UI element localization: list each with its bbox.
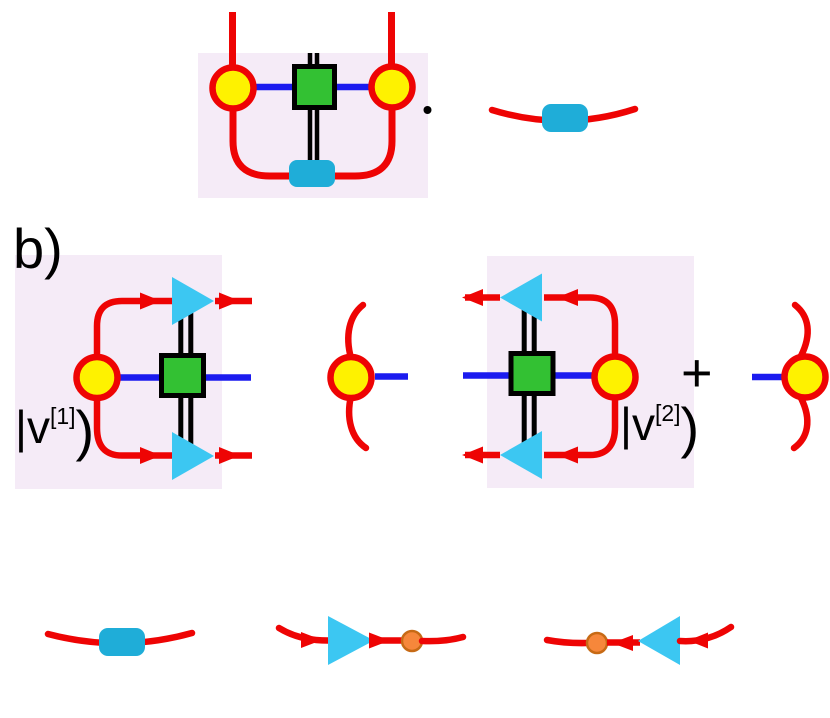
ket-v2-superscript: [2]: [654, 400, 681, 426]
mps-tensor: [327, 353, 375, 402]
ket-v1-paren: ): [75, 399, 95, 462]
mps-tensor: [591, 353, 639, 401]
period-dot: [423, 106, 432, 114]
isometry-triangle-right: [172, 432, 214, 480]
top-wire: [93, 297, 172, 357]
top-leg: [345, 301, 367, 362]
ket-v1-label: |v[1]): [15, 403, 94, 459]
arrow-left-icon: [462, 289, 483, 306]
isometry-triangle-right: [172, 277, 214, 325]
bottom-leg: [345, 392, 370, 452]
definition-right-isometry: [275, 616, 467, 665]
bottom-wire: [93, 397, 172, 459]
mps-tensor: [73, 353, 121, 402]
arrow-right-icon: [219, 292, 240, 310]
mpo-tensor: [159, 353, 206, 398]
incoming-wire: [676, 623, 735, 645]
boundary-vector-tensor-right: [752, 301, 829, 452]
ket-v2-paren: ): [680, 396, 700, 459]
isometry-triangle-right: [328, 616, 374, 665]
panel-a-rhs-diagram: [488, 104, 639, 132]
top-wire: [544, 294, 619, 355]
arrow-right-icon: [219, 447, 240, 464]
plus-sign: +: [681, 343, 713, 403]
ket-v2-label: |v[2]): [620, 400, 699, 456]
arrow-left-icon: [557, 289, 578, 306]
panel-b-left-diagram: [73, 277, 252, 480]
tail-wire: [543, 636, 591, 647]
arrow-left-icon: [557, 446, 578, 464]
panel-b-right-diagram: [462, 273, 639, 479]
bottom-leg: [790, 394, 811, 452]
site-tensor: [585, 631, 609, 655]
arrow-left-icon: [612, 635, 633, 651]
boundary-tensor: [99, 628, 145, 656]
mpo-physical-leg-bottom: [307, 104, 320, 164]
mpo-tensor: [292, 64, 337, 110]
panel-a-diagram: [209, 12, 416, 187]
mpo-tensor: [508, 351, 556, 396]
boundary-vector-tensor-middle: [327, 301, 408, 452]
definition-boundary-tensor: [44, 628, 196, 656]
panel-b-label: b): [13, 217, 63, 280]
arrow-right-icon: [301, 632, 322, 648]
mps-tensor-right: [368, 63, 416, 111]
rhs-boundary-tensor: [542, 104, 588, 132]
isometry-triangle-left: [638, 616, 680, 665]
tail-wire: [418, 633, 467, 645]
arrow-right-icon: [140, 292, 161, 310]
top-leg: [791, 301, 811, 360]
mps-tensor-left: [209, 64, 257, 112]
definition-left-isometry: [543, 616, 735, 665]
boundary-tensor: [289, 160, 335, 187]
ket-v1-superscript: [1]: [49, 403, 76, 429]
mpo-physical-leg-bottom: [521, 395, 537, 443]
ket-v2-prefix: |v: [620, 398, 655, 450]
arrow-right-icon: [369, 632, 390, 649]
mps-tensor: [781, 353, 829, 401]
isometry-triangle-left: [500, 273, 542, 322]
arrow-left-icon: [462, 446, 483, 464]
bottom-wire: [544, 395, 619, 459]
arrow-right-icon: [140, 447, 161, 464]
ket-v1-prefix: |v: [15, 401, 50, 453]
isometry-triangle-left: [500, 431, 542, 479]
